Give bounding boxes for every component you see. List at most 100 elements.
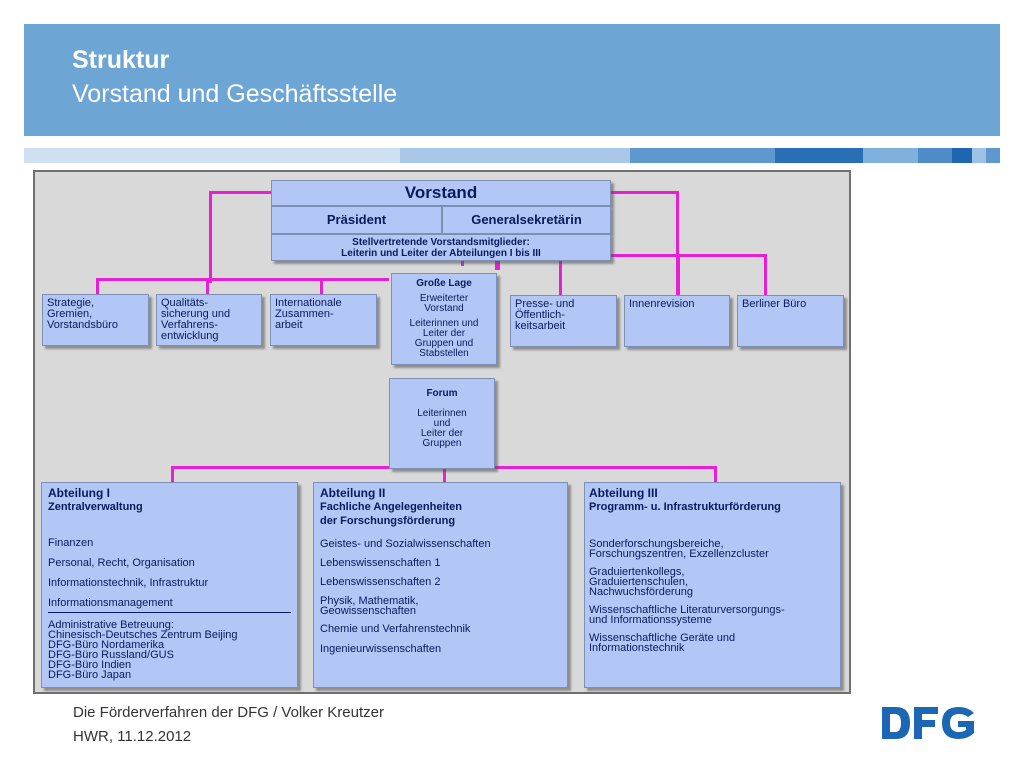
abteilung-1-box: Abteilung I Zentralverwaltung Finanzen P… [41, 482, 298, 688]
abteilung-3-item: Forschungszentren, Exzellenzcluster [589, 548, 769, 560]
staff-unit-international: Internationale Zusammen- arbeit [270, 294, 377, 346]
praesident-label: Präsident [326, 212, 387, 227]
connector-line [443, 466, 446, 482]
vorstand-title: Vorstand [404, 183, 478, 202]
dfg-logo [880, 705, 976, 751]
connector-line [171, 466, 174, 482]
connector-line [714, 466, 717, 482]
connector-line [96, 278, 99, 296]
connector-line [209, 191, 212, 283]
staff-unit-line: Berliner Büro [742, 298, 807, 310]
connector-line [495, 254, 498, 270]
abteilung-1-item: Informationstechnik, Infrastruktur [48, 577, 209, 589]
abteilung-1-admin-item: DFG-Büro Japan [48, 669, 132, 681]
praesident-box: Präsident [271, 206, 442, 234]
staff-unit-line: entwicklung [161, 330, 219, 342]
stripe-segment [24, 148, 400, 163]
slide-header: Struktur Vorstand und Geschäftsstelle [24, 24, 1000, 136]
staff-unit-line: keitsarbeit [515, 320, 566, 332]
abteilung-3-title: Abteilung III [589, 486, 658, 500]
forum-line1: Leiterinnen [417, 408, 467, 419]
abteilung-2-item: Lebenswissenschaften 1 [320, 557, 441, 569]
connector-line [559, 254, 562, 296]
abteilung-1-admin-item: DFG-Büro Russland/GUS [48, 649, 174, 661]
abteilung-1-title: Abteilung I [48, 486, 110, 500]
connector-line [677, 254, 680, 296]
abteilung-1-item: Informationsmanagement [48, 597, 173, 609]
abteilung-1-admin-item: Administrative Betreuung: [48, 619, 174, 631]
stripe-segment [630, 148, 775, 163]
footer-date: HWR, 11.12.2012 [73, 728, 192, 745]
abteilung-3-item: Graduiertenkollegs, [589, 566, 685, 578]
forum-line3: Leiter der [420, 428, 464, 439]
grosse-lage-line6: Stabstellen [419, 348, 469, 359]
abteilung-2-item: Physik, Mathematik, [320, 595, 419, 607]
grosse-lage-line4: Leiter der [422, 328, 466, 339]
staff-unit-line: Qualitäts- [161, 297, 209, 309]
stripe-segment [918, 148, 952, 163]
footer-presentation-info: Die Förderverfahren der DFG / Volker Kre… [73, 704, 384, 721]
staff-unit-strategie: Strategie, Gremien, Vorstandsbüro [42, 294, 149, 346]
grosse-lage-line2: Vorstand [424, 303, 464, 314]
stripe-segment [952, 148, 972, 163]
connector-line [206, 278, 209, 296]
org-chart: Vorstand Präsident Generalsekretärin Ste… [33, 170, 851, 694]
abteilung-3-item: Nachwuchsförderung [589, 586, 693, 598]
staff-unit-line: Verfahrens- [161, 319, 218, 331]
staff-unit-line: Öffentlich- [515, 309, 565, 321]
abteilung-3-item: Wissenschaftliche Geräte und [589, 632, 736, 644]
abteilung-2-item: Lebenswissenschaften 2 [320, 576, 441, 588]
stripe-segment [986, 148, 1000, 163]
stellv-line2: Leiterin und Leiter der Abteilungen I bi… [341, 248, 541, 259]
staff-unit-line: Presse- und [515, 298, 575, 310]
abteilung-2-item: Geowissenschaften [320, 605, 416, 617]
connector-line [209, 191, 272, 194]
staff-unit-presse: Presse- und Öffentlich- keitsarbeit [510, 295, 617, 347]
staff-unit-line: Zusammen- [275, 308, 334, 320]
abteilung-3-subtitle: Programm- u. Infrastrukturförderung [589, 501, 781, 513]
stripe-segment [863, 148, 918, 163]
staff-unit-line: Gremien, [47, 308, 93, 320]
abteilung-1-admin-list: Administrative Betreuung: Chinesisch-Deu… [48, 619, 291, 681]
slide-subtitle: Vorstand und Geschäftsstelle [72, 80, 398, 108]
connector-line [676, 191, 679, 297]
abteilung-1-subtitle: Zentralverwaltung [48, 501, 143, 513]
abteilung-1-admin-item: DFG-Büro Indien [48, 659, 132, 671]
staff-unit-line: sicherung und [161, 308, 231, 320]
stripe-segment [775, 148, 863, 163]
grosse-lage-line5: Gruppen und [414, 338, 474, 349]
generalsekretaerin-label: Generalsekretärin [471, 212, 582, 227]
abteilung-1-admin-item: DFG-Büro Nordamerika [48, 639, 165, 651]
abteilung-2-item: Geistes- und Sozialwissenschaften [320, 538, 491, 550]
abteilung-2-box: Abteilung II Fachliche Angelegenheiten d… [313, 482, 568, 688]
abteilung-3-item: Graduiertenschulen, [589, 576, 689, 588]
connector-line [764, 254, 767, 296]
forum-box: Forum Leiterinnen und Leiter der Gruppen [389, 378, 495, 469]
abteilung-1-item: Personal, Recht, Organisation [48, 557, 195, 569]
connector-line [496, 254, 766, 257]
abteilung-3-item: Wissenschaftliche Literaturversorgungs- [589, 604, 785, 616]
stellv-line1: Stellvertretende Vorstandsmitglieder: [352, 237, 530, 248]
connector-line [96, 278, 389, 281]
stellv-vorstand-box: Stellvertretende Vorstandsmitglieder: Le… [271, 234, 611, 261]
generalsekretaerin-box: Generalsekretärin [442, 206, 611, 234]
stripe-segment [972, 148, 986, 163]
staff-unit-qualitaetssicherung: Qualitäts- sicherung und Verfahrens- ent… [156, 294, 262, 346]
abteilung-1-item: Finanzen [48, 537, 94, 549]
staff-unit-line: Strategie, [47, 297, 95, 309]
slide-title: Struktur [72, 46, 170, 74]
forum-title: Forum [426, 388, 458, 399]
dfg-logo-icon [882, 707, 974, 739]
connector-line [610, 191, 678, 194]
abteilung-2-subtitle2: der Forschungsförderung [320, 515, 456, 527]
abteilung-2-item: Ingenieurwissenschaften [320, 643, 442, 655]
abteilung-2-subtitle1: Fachliche Angelegenheiten [320, 501, 463, 513]
staff-unit-berliner-buero: Berliner Büro [737, 295, 844, 347]
stripe-segment [400, 148, 630, 163]
forum-line2: und [433, 418, 451, 429]
vorstand-box: Vorstand [271, 180, 611, 206]
abteilung-2-item: Chemie und Verfahrenstechnik [320, 623, 471, 635]
staff-unit-innenrevision: Innenrevision [624, 295, 730, 347]
staff-unit-line: arbeit [275, 319, 303, 331]
connector-line [320, 278, 323, 296]
